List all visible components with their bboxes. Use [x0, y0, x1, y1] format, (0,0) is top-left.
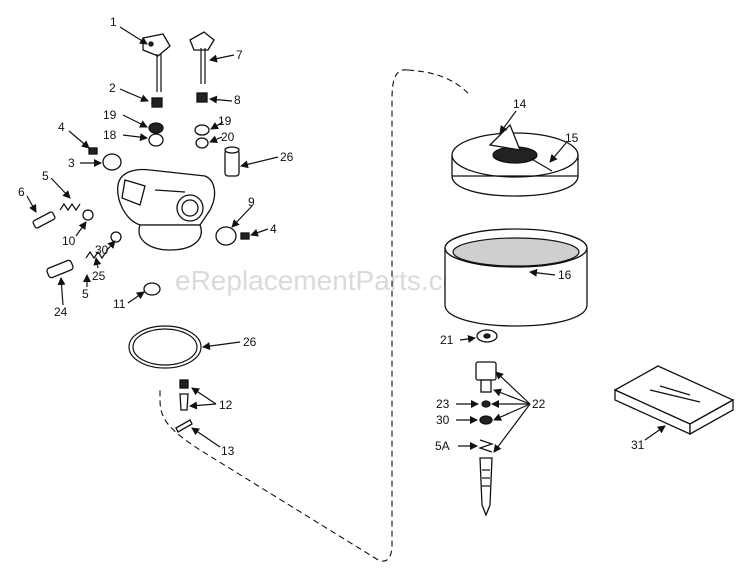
part-5a-spring — [478, 439, 494, 453]
part-6-idle-screw — [32, 211, 56, 229]
part-9-choke-plate — [215, 226, 237, 246]
callout-14: 14 — [513, 97, 527, 111]
part-1-throttle-shaft — [142, 33, 171, 92]
part-15-float-pin — [529, 157, 553, 172]
carburetor-body — [117, 168, 216, 251]
part-8-bushing — [196, 92, 208, 103]
part-19-seal-left — [148, 122, 164, 134]
part-22-bowl-nut — [475, 361, 497, 393]
callout-6: 6 — [18, 185, 25, 199]
part-16-float-bowl — [444, 228, 588, 327]
part-13-clip — [175, 419, 193, 433]
callout-18: 18 — [103, 128, 117, 142]
part-24-main-jet-screw — [46, 259, 74, 279]
callout-23-right: 23 — [436, 397, 450, 411]
part-20-retainer — [195, 137, 209, 149]
callout-1: 1 — [110, 15, 117, 29]
part-23-spring — [85, 250, 107, 260]
callout-10: 10 — [62, 234, 76, 248]
callout-24: 24 — [54, 305, 68, 319]
callout-3: 3 — [68, 156, 75, 170]
callout-23-left: 25 — [92, 269, 106, 283]
part-31-gasket-kit — [613, 365, 735, 436]
part-30-o-ring — [479, 415, 493, 425]
part-30-washer — [110, 231, 122, 243]
callout-22: 22 — [532, 397, 546, 411]
part-4-screw-left — [88, 147, 98, 155]
callout-26: 26 — [280, 150, 294, 164]
callout-11: 11 — [113, 297, 126, 311]
callout-31: 31 — [631, 438, 645, 452]
part-25-gasket — [128, 325, 202, 369]
assembly-dashed-line-2 — [407, 69, 471, 96]
callout-5-upper: 5 — [42, 169, 49, 183]
callout-5-lower: 5 — [82, 287, 89, 301]
part-19-seal-right — [194, 124, 210, 136]
part-3-throttle-plate — [102, 153, 122, 171]
callout-leaders — [26, 26, 666, 453]
callout-13: 13 — [221, 444, 235, 458]
callout-12: 12 — [219, 398, 233, 412]
callout-4-left: 4 — [58, 120, 65, 134]
assembly-dashed-line — [159, 69, 409, 562]
callout-19-right: 19 — [218, 114, 232, 128]
watermark: eReplacementParts.com — [175, 265, 482, 296]
callout-21: 21 — [440, 333, 454, 347]
callout-labels: 1 7 2 8 19 18 19 20 4 3 26 5 6 9 10 4 30… — [18, 15, 645, 458]
callout-2: 2 — [109, 81, 116, 95]
callout-30-left: 30 — [95, 243, 109, 257]
part-11-o-ring — [143, 282, 161, 296]
part-12-needle — [179, 393, 189, 411]
callout-20: 20 — [221, 130, 235, 144]
part-14-float — [451, 123, 579, 197]
callout-5a: 5A — [435, 439, 450, 453]
callout-8: 8 — [234, 93, 241, 107]
callout-7: 7 — [236, 48, 243, 62]
callout-19-left: 19 — [103, 108, 117, 122]
part-23-o-ring — [481, 400, 491, 408]
callout-30-right: 30 — [436, 413, 450, 427]
part-26-fuel-fitting — [224, 146, 240, 177]
part-21-washer-hole — [483, 333, 491, 339]
callout-9: 9 — [248, 195, 255, 209]
part-4-screw-right — [240, 232, 250, 240]
part-5-spring-upper — [59, 202, 81, 212]
part-12-seat — [179, 379, 189, 389]
callout-25: 26 — [243, 335, 257, 349]
part-7-choke-shaft — [189, 31, 215, 84]
part-2-bushing — [151, 97, 163, 108]
callout-16: 16 — [558, 268, 572, 282]
callout-4-right: 4 — [270, 222, 277, 236]
callout-15: 15 — [565, 131, 579, 145]
part-10-washer — [82, 209, 94, 221]
part-18-retainer — [148, 133, 164, 147]
